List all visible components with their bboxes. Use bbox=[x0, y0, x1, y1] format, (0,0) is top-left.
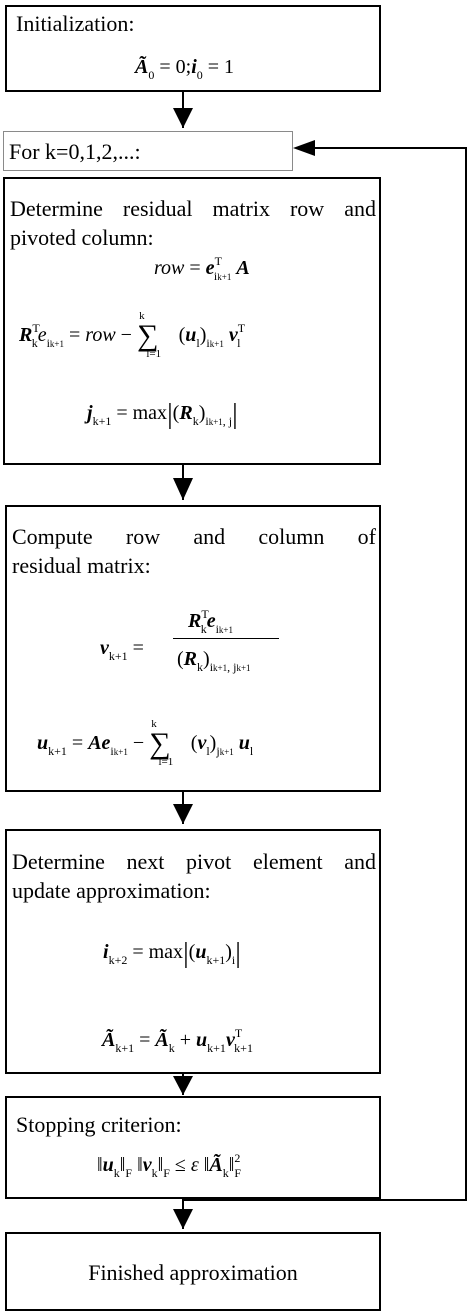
pivot-box: Determine next pivot element and update … bbox=[5, 829, 381, 1074]
residual-line2: pivoted column: bbox=[10, 225, 154, 250]
stop-box: Stopping criterion: ‖uk‖F ‖vk‖F ≤ ε ‖Ãk‖… bbox=[5, 1096, 381, 1199]
pivot-line2: update approximation: bbox=[12, 878, 211, 903]
init-equation: Ã0 = 0;i0 = 1 bbox=[135, 56, 235, 82]
loop-label: For k=0,1,2,...: bbox=[9, 139, 141, 164]
residual-eq-R: RTkeik+1 = row − ∑l=1k(ul)ik+1 vTl bbox=[19, 310, 246, 360]
pivot-eq-i: ik+2 = max|(uk+1)i| bbox=[103, 938, 241, 969]
loop-box: For k=0,1,2,...: bbox=[3, 131, 293, 171]
fraction-bar bbox=[173, 638, 279, 639]
residual-eq-row: row = eTik+1 A bbox=[154, 254, 250, 283]
compute-eq-v: vk+1 = bbox=[100, 637, 144, 663]
init-box: Initialization: Ã0 = 0;i0 = 1 bbox=[5, 5, 381, 92]
stop-title: Stopping criterion: bbox=[16, 1112, 182, 1137]
compute-eq-u: uk+1 = Aeik+1 − ∑l=1k(vl)jk+1 ul bbox=[37, 718, 254, 768]
compute-eq-v-denominator: (Rk)ik+1, jk+1 bbox=[177, 648, 251, 674]
stop-eq: ‖uk‖F ‖vk‖F ≤ ε ‖Ãk‖2F bbox=[97, 1151, 242, 1180]
residual-eq-j: jk+1 = max|(Rk)ik+1, j| bbox=[87, 399, 238, 430]
loop-back-line bbox=[183, 147, 467, 1201]
residual-box: Determine residual matrix row and pivote… bbox=[3, 177, 381, 465]
init-title: Initialization: bbox=[16, 11, 135, 36]
loop-back-arrowhead bbox=[293, 140, 315, 156]
residual-line1: Determine residual matrix row and bbox=[10, 196, 376, 221]
compute-eq-v-numerator: RTkeik+1 bbox=[188, 607, 233, 636]
pivot-eq-A: Ãk+1 = Ãk + uk+1vTk+1 bbox=[102, 1026, 253, 1055]
pivot-line1: Determine next pivot element and bbox=[12, 849, 376, 874]
compute-box: Compute row and column of residual matri… bbox=[5, 505, 381, 792]
compute-line2: residual matrix: bbox=[12, 553, 151, 578]
compute-line1: Compute row and column of bbox=[12, 524, 376, 549]
finish-box: Finished approximation bbox=[5, 1232, 381, 1311]
finish-label: Finished approximation bbox=[88, 1260, 298, 1285]
